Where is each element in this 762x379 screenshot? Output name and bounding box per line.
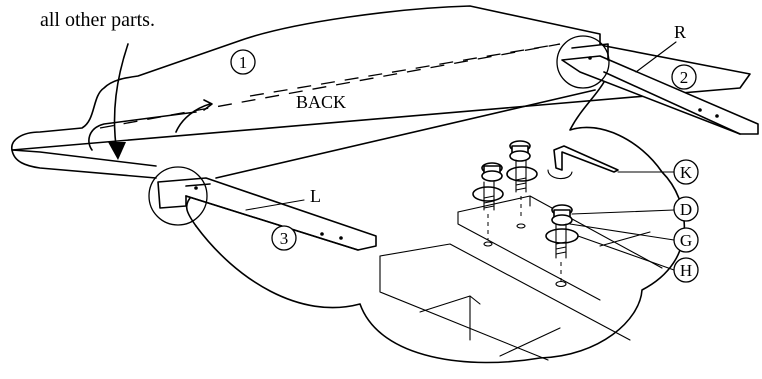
label-d-circle [673, 196, 699, 222]
part-2-circle [671, 64, 697, 90]
bolt-middle [506, 140, 538, 229]
allen-key-k [547, 145, 619, 180]
part-1-circle [230, 49, 256, 75]
part-1-label: 1 [239, 53, 248, 72]
right-detail-circle [556, 35, 610, 89]
label-k: K [680, 163, 693, 182]
left-detail-circle [148, 166, 208, 226]
instruction-arrow [108, 43, 129, 160]
flip-arrow [175, 99, 213, 133]
part-3-label: 3 [280, 229, 289, 248]
label-g-circle [673, 227, 699, 253]
part-3-circle [271, 225, 297, 251]
left-side-label: L [310, 186, 321, 206]
left-rail [157, 177, 377, 251]
right-side-label: R [674, 22, 686, 42]
detail-bubble [185, 81, 686, 364]
part-2-label: 2 [680, 68, 689, 87]
label-k-circle [673, 159, 699, 185]
label-d: D [680, 200, 692, 219]
label-h-circle [673, 257, 699, 283]
label-g: G [680, 231, 692, 250]
bolt-right [545, 204, 579, 288]
label-h: H [680, 261, 692, 280]
bolt-left [472, 162, 504, 247]
instruction-text: all other parts. [40, 9, 155, 31]
back-label: BACK [296, 92, 346, 112]
